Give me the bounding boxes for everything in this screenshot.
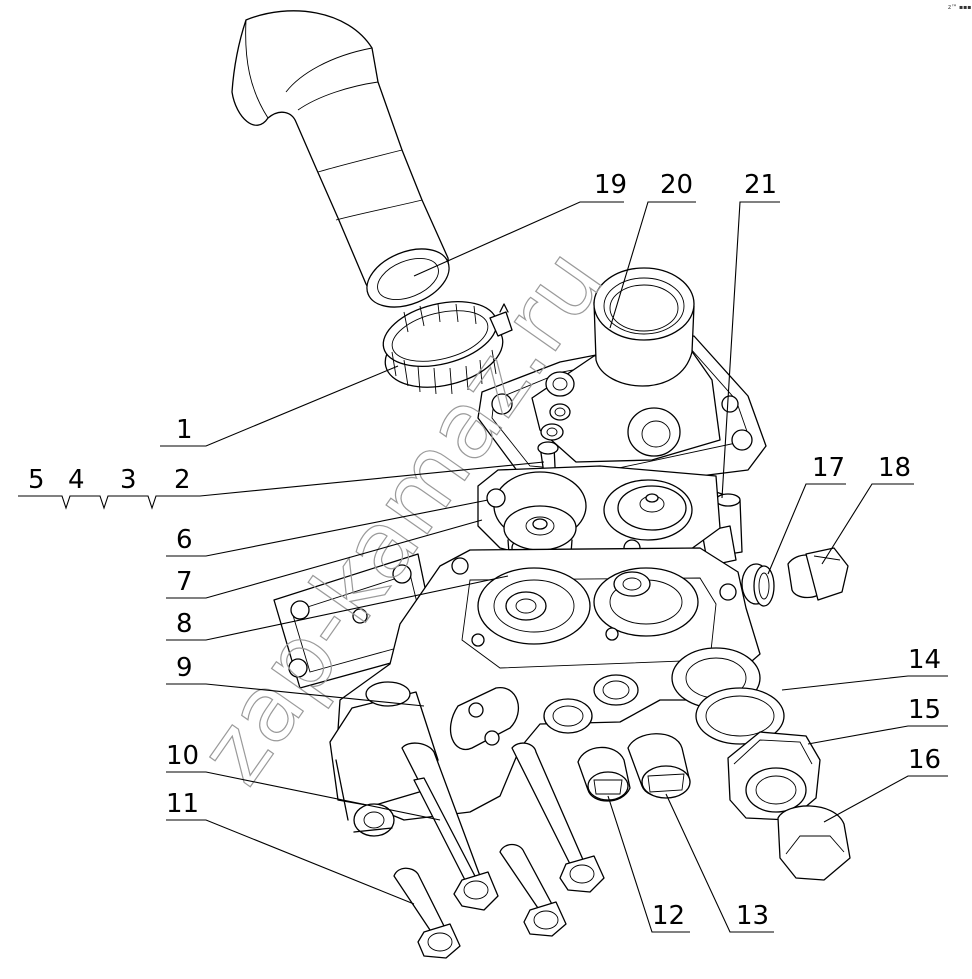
union-nut-part-15 bbox=[727, 731, 821, 821]
callout-21: 21 bbox=[744, 170, 777, 200]
hose-clamp-part-1 bbox=[382, 301, 513, 395]
plug-part-12 bbox=[577, 746, 631, 802]
callout-3: 3 bbox=[120, 465, 137, 495]
callout-9: 9 bbox=[176, 653, 193, 683]
callout-12: 12 bbox=[652, 901, 685, 931]
callout-4: 4 bbox=[68, 465, 85, 495]
callout-10: 10 bbox=[166, 741, 199, 771]
callout-20: 20 bbox=[660, 170, 693, 200]
seal-ring-part-14 bbox=[695, 687, 785, 745]
corner-mark: z™ ▪▪▪ bbox=[948, 4, 971, 11]
callout-8: 8 bbox=[176, 609, 193, 639]
callout-5: 5 bbox=[28, 465, 45, 495]
callout-labels: 19 20 21 1 5 4 3 2 6 7 8 9 10 11 12 13 1… bbox=[28, 170, 941, 931]
washer-part-17 bbox=[753, 565, 775, 607]
plug-part-18 bbox=[787, 547, 849, 601]
callout-16: 16 bbox=[908, 745, 941, 775]
callout-6: 6 bbox=[176, 525, 193, 555]
plug-part-13 bbox=[627, 733, 691, 799]
bolt-inner-long bbox=[511, 742, 605, 893]
callout-11: 11 bbox=[166, 789, 199, 819]
callout-19: 19 bbox=[594, 170, 627, 200]
hose-part-19 bbox=[231, 10, 450, 308]
callout-13: 13 bbox=[736, 901, 769, 931]
callout-14: 14 bbox=[908, 645, 941, 675]
bolt-inner-short bbox=[499, 843, 567, 937]
callout-7: 7 bbox=[176, 567, 193, 597]
callout-18: 18 bbox=[878, 453, 911, 483]
callout-15: 15 bbox=[908, 695, 941, 725]
callout-17: 17 bbox=[812, 453, 845, 483]
bolt-part-11 bbox=[393, 867, 461, 959]
plug-part-16 bbox=[777, 805, 851, 881]
leader-lines bbox=[18, 201, 948, 933]
bolt-part-10 bbox=[401, 742, 499, 911]
thermostat-cover-part-20 bbox=[477, 267, 767, 489]
callout-2: 2 bbox=[174, 465, 191, 495]
callout-1: 1 bbox=[176, 415, 193, 445]
